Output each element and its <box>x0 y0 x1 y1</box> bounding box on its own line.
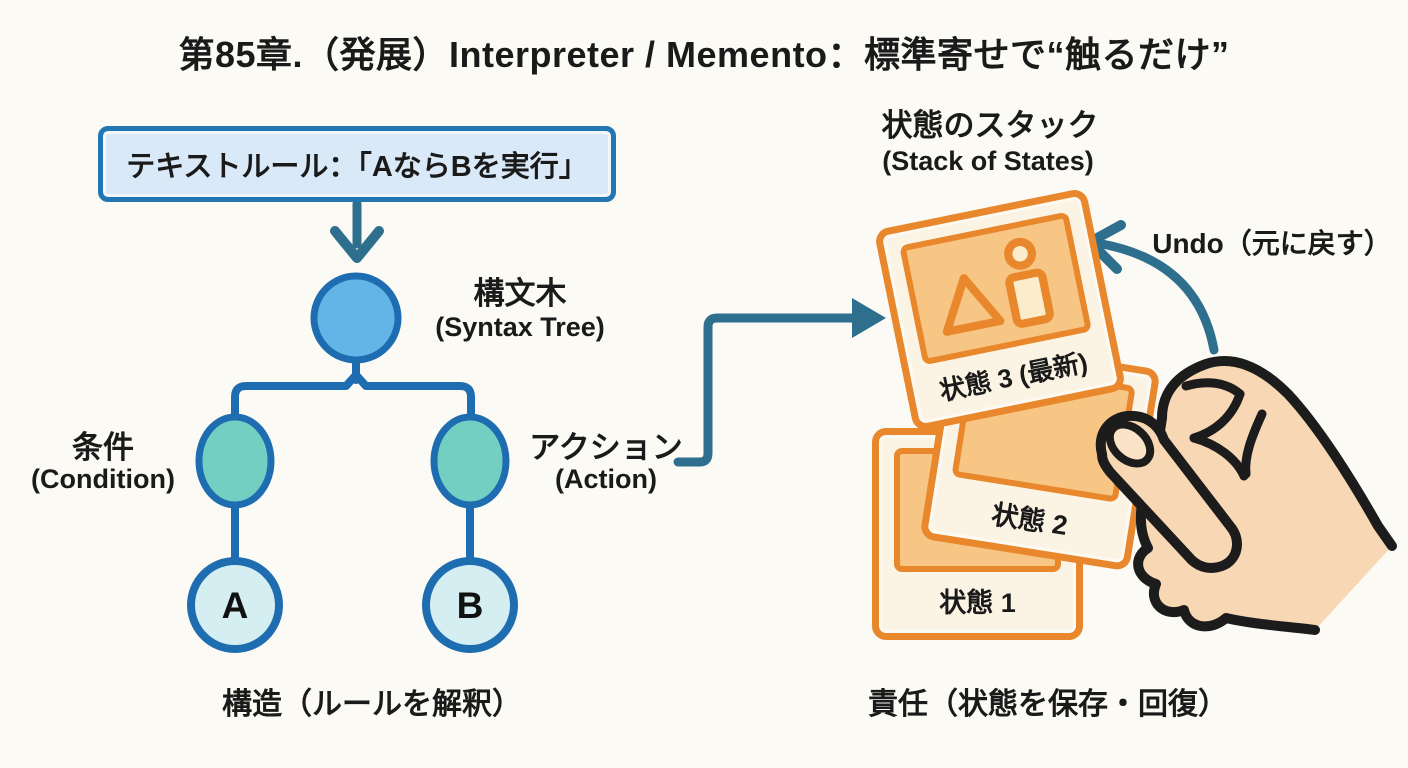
interpreter-caption: 構造（ルールを解釈） <box>222 688 522 721</box>
rule-box-label: テキストルール：「AならBを実行」 <box>126 151 588 183</box>
state-snapshot-icon <box>942 237 1054 336</box>
triangle-icon <box>942 274 1005 336</box>
leaf-node-b <box>422 557 518 653</box>
hand-icon <box>1095 355 1397 635</box>
stack-label-en: (Stack of States) <box>882 146 1094 176</box>
card3-photo <box>899 211 1093 366</box>
stack-label-jp: 状態のスタック <box>881 108 1099 143</box>
hand-knuckle-lines <box>1181 378 1267 481</box>
leaf-b-label: B <box>456 585 484 626</box>
condition-label-jp: 条件 <box>72 430 134 465</box>
thumb-nail <box>1105 420 1155 468</box>
memento-caption: 責任（状態を保存・回復） <box>868 688 1228 721</box>
root-node <box>310 272 402 364</box>
page-title: 第85章.（発展）Interpreter / Memento：標準寄せで“触るだ… <box>178 34 1230 75</box>
action-label-en: (Action) <box>555 464 657 494</box>
condition-label-en: (Condition) <box>31 464 175 494</box>
down-arrow-icon <box>330 199 384 263</box>
interpreter-to-stack-arrow-icon <box>673 298 886 467</box>
rule-box: テキストルール：「AならBを実行」 <box>98 126 616 202</box>
leaf-node-a <box>187 557 283 653</box>
state-card-3: 状態 3 (最新) <box>873 187 1127 433</box>
action-node <box>430 413 510 509</box>
syntax-tree-label-en: (Syntax Tree) <box>435 312 605 342</box>
card1-label: 状態 1 <box>939 588 1016 618</box>
leaf-a-label: A <box>221 585 249 626</box>
condition-node <box>195 413 275 509</box>
action-label-jp: アクション <box>529 430 683 465</box>
info-figure-icon <box>1004 237 1054 328</box>
undo-label: Undo（元に戻す） <box>1152 228 1392 259</box>
syntax-tree-label-jp: 構文木 <box>473 276 567 311</box>
